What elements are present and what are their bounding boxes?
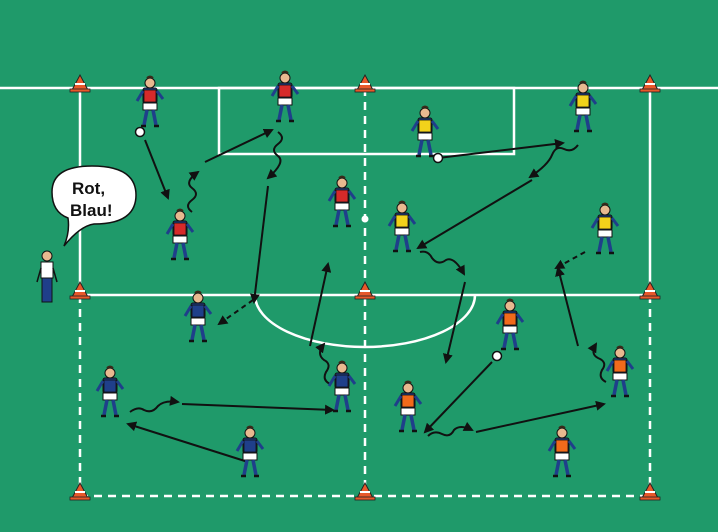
pass-arrow xyxy=(437,138,565,159)
player-red-4 xyxy=(327,175,357,228)
dribble-arrow xyxy=(129,395,180,413)
run-arrow xyxy=(309,262,332,347)
player-blue-4 xyxy=(235,425,265,478)
player-red-2 xyxy=(270,70,300,123)
player-blue-3 xyxy=(327,360,357,413)
ball-icon xyxy=(491,350,503,362)
speech-line-2: Blau! xyxy=(70,201,113,220)
speech-line-1: Rot, xyxy=(72,179,105,198)
player-orange-4 xyxy=(547,425,577,478)
dashed-run-arrow xyxy=(217,299,254,326)
pass-arrow xyxy=(144,139,170,200)
pass-arrow xyxy=(181,403,335,415)
player-orange-1 xyxy=(495,298,525,351)
arrows xyxy=(126,128,607,463)
pass-arrow xyxy=(475,400,606,433)
pass-arrow xyxy=(423,361,493,434)
dribble-arrow xyxy=(587,342,607,383)
dribble-arrow xyxy=(427,421,474,437)
player-yellow-1 xyxy=(568,80,598,133)
pass-arrow xyxy=(126,421,249,463)
player-blue-1 xyxy=(183,290,213,343)
pass-arrow xyxy=(416,179,533,250)
player-orange-2 xyxy=(393,380,423,433)
player-blue-2 xyxy=(95,365,125,418)
run-arrow xyxy=(555,266,579,347)
dribble-arrow xyxy=(528,144,579,179)
speech-bubble: Rot, Blau! xyxy=(51,165,137,247)
player-red-3 xyxy=(165,208,195,261)
run-arrow xyxy=(442,281,466,364)
dribble-arrow xyxy=(315,342,331,385)
run-arrow xyxy=(249,185,269,304)
dashed-run-arrow xyxy=(554,251,586,269)
coach xyxy=(36,250,58,303)
ball-icon xyxy=(134,126,146,138)
dribble-arrow xyxy=(266,131,283,180)
players xyxy=(95,70,635,478)
player-orange-3 xyxy=(605,345,635,398)
dribble-arrow xyxy=(187,170,200,213)
player-yellow-3 xyxy=(387,200,417,253)
player-yellow-2 xyxy=(410,105,440,158)
ball-icon xyxy=(432,152,444,164)
player-yellow-4 xyxy=(590,202,620,255)
dribble-arrow xyxy=(419,250,465,276)
player-red-1 xyxy=(135,75,165,128)
center-spot xyxy=(361,215,369,223)
balls xyxy=(134,126,503,362)
pass-arrow xyxy=(204,128,274,163)
